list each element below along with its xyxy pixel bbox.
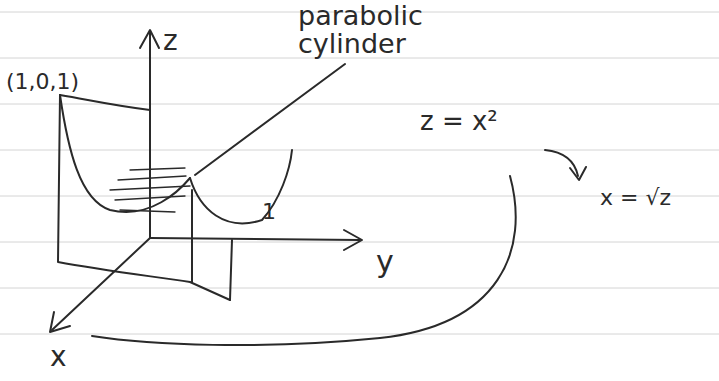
- arrowhead: [50, 312, 70, 332]
- arrowhead: [140, 30, 159, 48]
- sketch-label: parabolic cylinder: [298, 2, 448, 59]
- sketch-label: z: [163, 26, 178, 55]
- front-parabola: [190, 150, 292, 223]
- hatching: [110, 168, 190, 212]
- x-axis: [52, 238, 150, 330]
- sketch-label: y: [376, 246, 394, 278]
- sketch-label: x: [50, 342, 67, 371]
- sketch-label: x = √z: [600, 186, 671, 209]
- arrowhead: [344, 230, 362, 250]
- notebook-lines: [0, 12, 719, 334]
- sketch-label: z = x²: [420, 108, 498, 135]
- top-edge: [60, 95, 150, 110]
- box-edge: [192, 190, 232, 300]
- sketch-label: 1: [262, 200, 276, 223]
- leader-line: [92, 176, 516, 345]
- leader-line: [195, 64, 345, 175]
- y-axis: [150, 238, 360, 240]
- sketch-label: (1,0,1): [6, 70, 79, 93]
- arrowhead: [570, 167, 586, 180]
- base-edge: [58, 95, 230, 300]
- back-parabola: [60, 95, 190, 212]
